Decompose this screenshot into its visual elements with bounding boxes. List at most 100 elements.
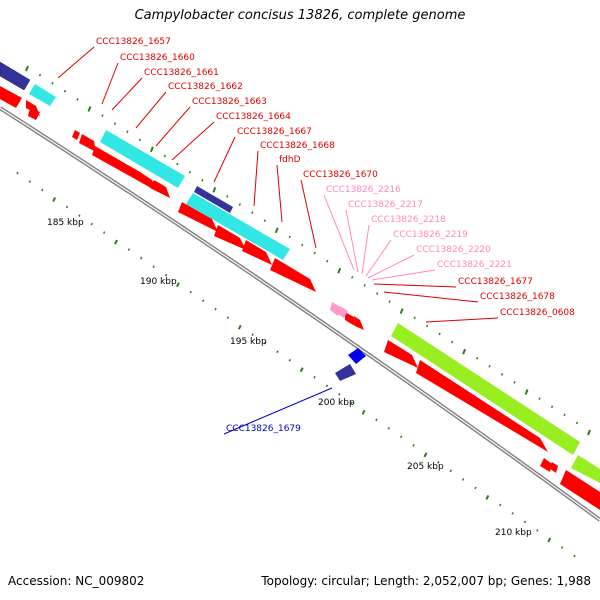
tick-mark [461, 478, 465, 481]
tick-mark [485, 494, 490, 500]
gene-label[interactable]: CCC13826_1667 [237, 127, 312, 137]
tick-mark [299, 367, 304, 373]
tick-mark [524, 389, 529, 395]
cds-arrow-16 [416, 360, 548, 452]
label-leader-line [371, 269, 436, 281]
feature-track-rna [330, 302, 348, 318]
tick-mark [313, 375, 316, 379]
tick-mark [523, 520, 527, 524]
tick-mark [274, 227, 279, 234]
segment-navy-1657 [0, 61, 31, 91]
gene-label[interactable]: CCC13826_0608 [500, 308, 575, 318]
cds-arrow-4 [72, 130, 80, 140]
gene-label[interactable]: CCC13826_2216 [326, 185, 401, 195]
tick-mark [462, 348, 467, 355]
tick-mark [201, 178, 204, 182]
cds-arrow-11 [242, 240, 272, 265]
tick-mark [399, 308, 404, 315]
segment-cyan-1657 [29, 84, 56, 106]
tick-mark [563, 413, 566, 417]
cds-arrow-15 [384, 340, 418, 368]
gene-label[interactable]: CCC13826_2221 [437, 260, 512, 270]
tick-mark [189, 290, 192, 294]
tick-mark [587, 429, 591, 436]
label-leader-line [373, 283, 457, 288]
tick-mark [387, 426, 391, 430]
scale-labels: 185 kbp 190 kbp 195 kbp 200 kbp 205 kbp … [47, 218, 532, 538]
gene-label[interactable]: CCC13826_1662 [168, 82, 243, 92]
gene-label[interactable]: fdhD [279, 155, 301, 165]
tick-mark [87, 106, 92, 112]
tick-mark [423, 452, 428, 458]
tick-mark [164, 273, 168, 277]
cds-arrow-5 [79, 134, 96, 152]
cds-arrow-8 [150, 180, 170, 198]
tick-mark [163, 154, 167, 158]
tick-mark [474, 486, 477, 490]
tick-mark [38, 73, 42, 77]
genome-summary-text: Topology: circular; Length: 2,052,007 bp… [261, 574, 591, 588]
label-leader-line [345, 209, 359, 273]
segment-cyan-1661 [100, 130, 185, 188]
tick-mark [263, 219, 266, 223]
gene-label[interactable]: CCC13826_2220 [416, 245, 491, 255]
tick-label-200: 200 kbp [318, 398, 355, 408]
map-title: Campylobacter concisus 13826, complete g… [134, 8, 466, 23]
tick-mark [376, 292, 379, 295]
tick-mark [438, 332, 441, 336]
tick-label-190: 190 kbp [140, 277, 177, 287]
tick-mark [361, 409, 366, 415]
tick-mark [52, 197, 57, 202]
tick-mark [152, 265, 155, 268]
tick-mark [237, 324, 242, 330]
label-leader-line [361, 224, 370, 275]
cds-arrow-14 [354, 316, 364, 330]
cds-arrow-13 [345, 312, 355, 326]
rna-2217 [338, 306, 348, 318]
gene-label[interactable]: CCC13826_2219 [393, 230, 468, 240]
tick-mark [363, 284, 366, 287]
label-leader-line [365, 239, 392, 277]
gene-label[interactable]: CCC13826_1670 [303, 170, 378, 180]
cds-arrow-1 [0, 86, 22, 108]
tick-mark [325, 384, 329, 388]
tick-mark [238, 203, 241, 206]
label-leader-line [171, 121, 215, 161]
label-leader-line [101, 62, 119, 105]
gene-label[interactable]: CCC13826_2217 [348, 200, 423, 210]
cds-arrow-10 [214, 225, 246, 250]
tick-mark [511, 512, 514, 515]
tick-mark [351, 275, 354, 279]
cds-arrow-9 [178, 202, 218, 232]
feature-track-outer [0, 61, 600, 483]
label-leader-line [425, 317, 499, 323]
tick-mark [226, 195, 229, 198]
tick-mark [78, 214, 81, 217]
gene-label[interactable]: CCC13826_1664 [216, 112, 291, 122]
gene-label[interactable]: CCC13826_1661 [144, 68, 219, 78]
label-leader-line [276, 164, 283, 223]
tick-mark [450, 340, 454, 344]
tick-mark [499, 503, 502, 507]
gene-label[interactable]: CCC13826_1657 [96, 37, 171, 47]
tick-mark [65, 205, 69, 209]
tick-mark [25, 65, 29, 72]
gene-label[interactable]: CCC13826_1668 [260, 141, 335, 151]
tick-mark [513, 381, 516, 384]
tick-mark [90, 222, 93, 226]
label-leader-line [155, 106, 191, 147]
tick-mark [76, 98, 79, 101]
gene-label[interactable]: CCC13826_1663 [192, 97, 267, 107]
gene-label[interactable]: CCC13826_1678 [480, 292, 555, 302]
feature-track-minus [335, 348, 366, 381]
tick-label-195: 195 kbp [230, 337, 267, 347]
gene-label[interactable]: CCC13826_2218 [371, 215, 446, 225]
cds-arrow-17 [540, 458, 552, 472]
gene-label[interactable]: CCC13826_1677 [458, 277, 533, 287]
gene-label[interactable]: CCC13826_1660 [120, 53, 195, 63]
tick-mark [288, 358, 291, 362]
tick-mark [140, 256, 143, 260]
label-leader-line [213, 136, 236, 183]
gene-label[interactable]: CCC13826_1679 [226, 424, 301, 434]
